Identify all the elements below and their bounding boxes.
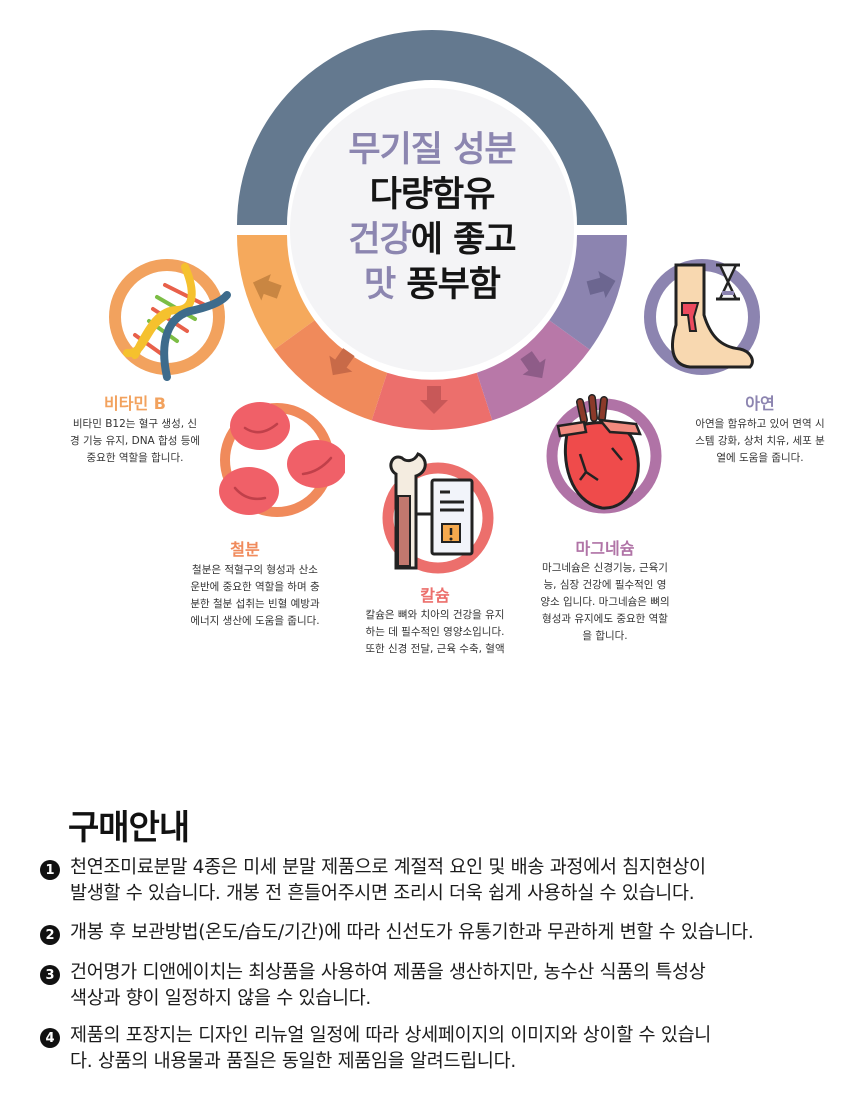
hero-headline: 무기질 성분 다량함유 건강에 좋고 맛 풍부함 xyxy=(282,128,582,308)
ring-segment-iron xyxy=(274,320,388,421)
nutrient-title-zinc: 아연 xyxy=(745,394,775,413)
arrow-icon xyxy=(252,274,282,301)
wounded-leg-hourglass-icon xyxy=(644,259,760,375)
heart-icon xyxy=(546,394,662,514)
guide-item: 3 건어명가 디앤에이치는 최상품을 사용하여 제품을 생산하지만, 농수산 식… xyxy=(40,960,860,1012)
nutrient-title-magnesium: 마그네슘 xyxy=(575,539,635,558)
nutrient-desc-magnesium: 마그네슘은 신경기능, 근육기 능, 심장 건강에 필수적인 영 양소 입니다.… xyxy=(540,562,670,642)
nutrient-title-iron: 철분 xyxy=(230,540,260,559)
arrow-icon xyxy=(586,270,616,299)
nutrient-title-calcium: 칼슘 xyxy=(420,586,450,605)
guide-item: 4 제품의 포장지는 디자인 리뉴얼 일정에 따라 상세페이지의 이미지와 상이… xyxy=(40,1023,860,1075)
nutrient-desc-zinc: 아연을 함유하고 있어 면역 시 스템 강화, 상처 치유, 세포 분 열에 도… xyxy=(695,418,825,464)
nutrient-wheel xyxy=(236,30,627,430)
nutrient-desc-iron: 철분은 적혈구의 형성과 산소 운반에 중요한 역할을 하며 충 분한 철분 섭… xyxy=(190,564,320,627)
hero-line-4-highlight: 맛 xyxy=(364,265,396,305)
guide-item-text: 제품의 포장지는 디자인 리뉴얼 일정에 따라 상세페이지의 이미지와 상이할 … xyxy=(70,1025,712,1072)
number-badge-icon: 3 xyxy=(40,965,60,985)
purchase-guide-title: 구매안내 xyxy=(68,808,190,848)
hero-line-2: 다량함유 xyxy=(369,175,496,215)
guide-item: 1 천연조미료분말 4종은 미세 분말 제품으로 계절적 요인 및 배송 과정에… xyxy=(40,855,860,907)
ring-segment-zinc xyxy=(549,235,627,350)
arrow-icon xyxy=(520,351,546,379)
arrow-icon xyxy=(329,348,355,376)
nutrient-desc-vitamin-b: 비타민 B12는 혈구 생성, 신 경 기능 유지, DNA 합성 등에 중요한… xyxy=(69,418,201,464)
red-blood-cells-icon xyxy=(219,402,345,517)
bone-report-icon xyxy=(382,452,494,574)
hero-line-4-rest: 풍부함 xyxy=(395,265,501,305)
arrow-icons xyxy=(252,270,616,414)
arrow-icon xyxy=(420,386,448,414)
ring-top-segment xyxy=(237,30,627,225)
dna-icon xyxy=(109,259,231,381)
number-badge-icon: 2 xyxy=(40,925,60,945)
guide-item: 2 개봉 후 보관방법(온도/습도/기간)에 따라 신선도가 유통기한과 무관하… xyxy=(40,920,860,946)
guide-item-text: 개봉 후 보관방법(온도/습도/기간)에 따라 신선도가 유통기한과 무관하게 … xyxy=(70,922,754,943)
hero-line-3-highlight: 건강 xyxy=(348,220,411,260)
number-badge-icon: 4 xyxy=(40,1028,60,1048)
hero-line-3-rest: 에 좋고 xyxy=(410,220,517,260)
number-badge-icon: 1 xyxy=(40,860,60,880)
nutrient-desc-calcium: 칼슘은 뼈와 치아의 건강을 유지 하는 데 필수적인 영양소입니다. 또한 신… xyxy=(365,609,505,655)
guide-item-text: 천연조미료분말 4종은 미세 분말 제품으로 계절적 요인 및 배송 과정에서 … xyxy=(70,857,706,904)
center-disk xyxy=(290,88,574,372)
guide-item-text: 건어명가 디앤에이치는 최상품을 사용하여 제품을 생산하지만, 농수산 식품의… xyxy=(70,962,706,1009)
hero-line-1: 무기질 성분 xyxy=(348,130,516,170)
nutrient-title-vitamin-b: 비타민 B xyxy=(104,394,166,413)
